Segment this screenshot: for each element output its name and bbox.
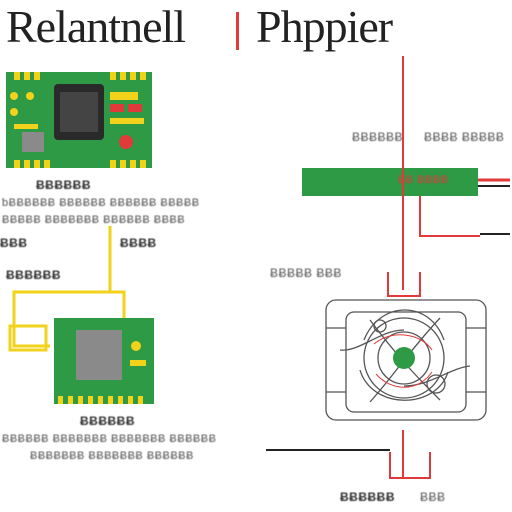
bottom-left-line2: ɃɃɃɃɃɃɃ ɃɃɃɃɃɃɃ ɃɃɃɃɃɃ	[30, 450, 194, 462]
bottom-left-header: ɃɃɃɃɃɃ	[80, 414, 135, 428]
top-left-line1: ƅɃɃɃɃɃɃ ɃɃɃɃɃɃ ɃɃɃɃɃɃ ɃɃɃɃɃ	[2, 197, 200, 209]
motor-center-node	[393, 347, 415, 369]
yellow-signal-trace	[12, 226, 126, 348]
title-left: Relantnell	[6, 1, 186, 52]
top-right-label-b: ɃɃɃɃ ɃɃɃɃɃ	[424, 130, 505, 144]
green-bar-label: ɃɃ ɃɃɃɃ	[398, 174, 449, 186]
title-divider	[236, 12, 239, 50]
top-right-label-a: ɃɃɃɃɃɃ	[352, 130, 404, 144]
mid-left-label-b: ɃɃɃɃ	[120, 236, 157, 250]
yellow-connector	[8, 324, 48, 352]
bottom-right-label-b: ɃɃɃ	[420, 490, 446, 504]
mid-right-label: ɃɃɃɃɃ ɃɃɃ	[270, 266, 342, 280]
coil-winding-red	[373, 334, 433, 388]
green-bar-board	[302, 168, 478, 196]
bottom-left-line1: ɃɃɃɃɃɃ ɃɃɃɃɃɃɃ ɃɃɃɃɃɃɃ ɃɃɃɃɃɃ	[2, 433, 217, 445]
title-right: Phppier	[256, 1, 393, 52]
mid-left-label-a: ɃɃɃ	[0, 236, 28, 250]
bottom-pcb-board	[54, 318, 154, 404]
top-left-line2: ɃɃɃɃɃ ɃɃɃɃɃɃɃ ɃɃɃɃɃɃ ɃɃɃɃ	[2, 214, 186, 226]
bottom-right-label-a: ɃɃɃɃɃɃ	[340, 490, 395, 504]
top-pcb-board	[6, 72, 152, 168]
top-left-header: ɃɃɃɃɃɃ	[36, 178, 91, 192]
red-wiring	[387, 56, 480, 479]
mid-left-label-c: ɃɃɃɃɃɃ	[6, 268, 61, 282]
